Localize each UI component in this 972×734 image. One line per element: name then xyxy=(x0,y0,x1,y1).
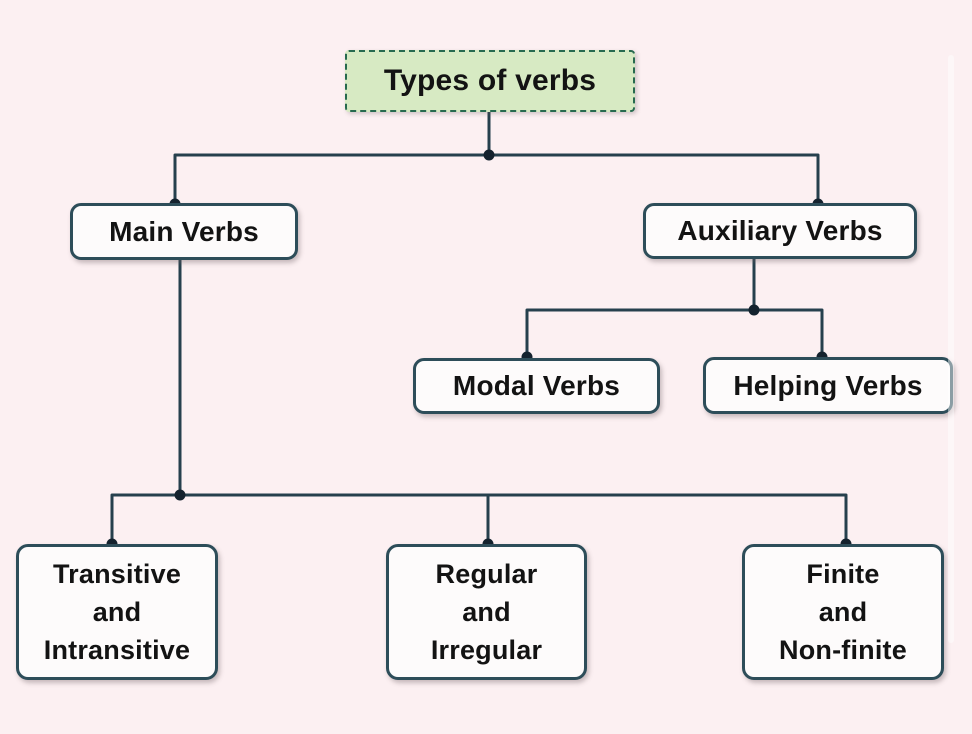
edge-bottom-tee xyxy=(110,493,848,546)
node-main-verbs-label: Main Verbs xyxy=(109,215,259,247)
node-auxiliary-verbs: Auxiliary Verbs xyxy=(643,203,917,259)
edge-top-tee xyxy=(173,153,820,205)
node-modal-verbs: Modal Verbs xyxy=(413,358,660,414)
junction-dot xyxy=(748,304,760,316)
node-transitive-line1: Transitive xyxy=(52,559,182,589)
node-finite-nonfinite: Finite and Non-finite xyxy=(742,544,944,680)
node-regular-line3: Irregular xyxy=(430,635,543,665)
node-types-of-verbs: Types of verbs xyxy=(345,50,635,112)
node-regular-line1: Regular xyxy=(435,559,538,589)
node-helping-verbs: Helping Verbs xyxy=(703,357,953,414)
junction-dot xyxy=(483,149,495,161)
node-transitive-line2: and xyxy=(92,597,142,627)
node-helping-verbs-label: Helping Verbs xyxy=(733,369,923,401)
node-auxiliary-verbs-label: Auxiliary Verbs xyxy=(677,215,883,246)
node-regular-irregular: Regular and Irregular xyxy=(386,544,587,680)
node-types-of-verbs-label: Types of verbs xyxy=(383,64,597,97)
junction-dot xyxy=(174,489,186,501)
node-finite-line3: Non-finite xyxy=(779,635,907,665)
node-transitive-intransitive: Transitive and Intransitive xyxy=(16,544,218,680)
node-regular-line2: and xyxy=(462,597,511,627)
node-transitive-line3: Intransitive xyxy=(43,635,191,665)
node-finite-line1: Finite xyxy=(806,559,880,589)
node-finite-line2: and xyxy=(818,597,868,627)
node-modal-verbs-label: Modal Verbs xyxy=(452,370,621,401)
edge-aux-tee xyxy=(525,308,824,359)
right-edge-highlight xyxy=(948,55,954,643)
node-main-verbs: Main Verbs xyxy=(70,203,298,260)
